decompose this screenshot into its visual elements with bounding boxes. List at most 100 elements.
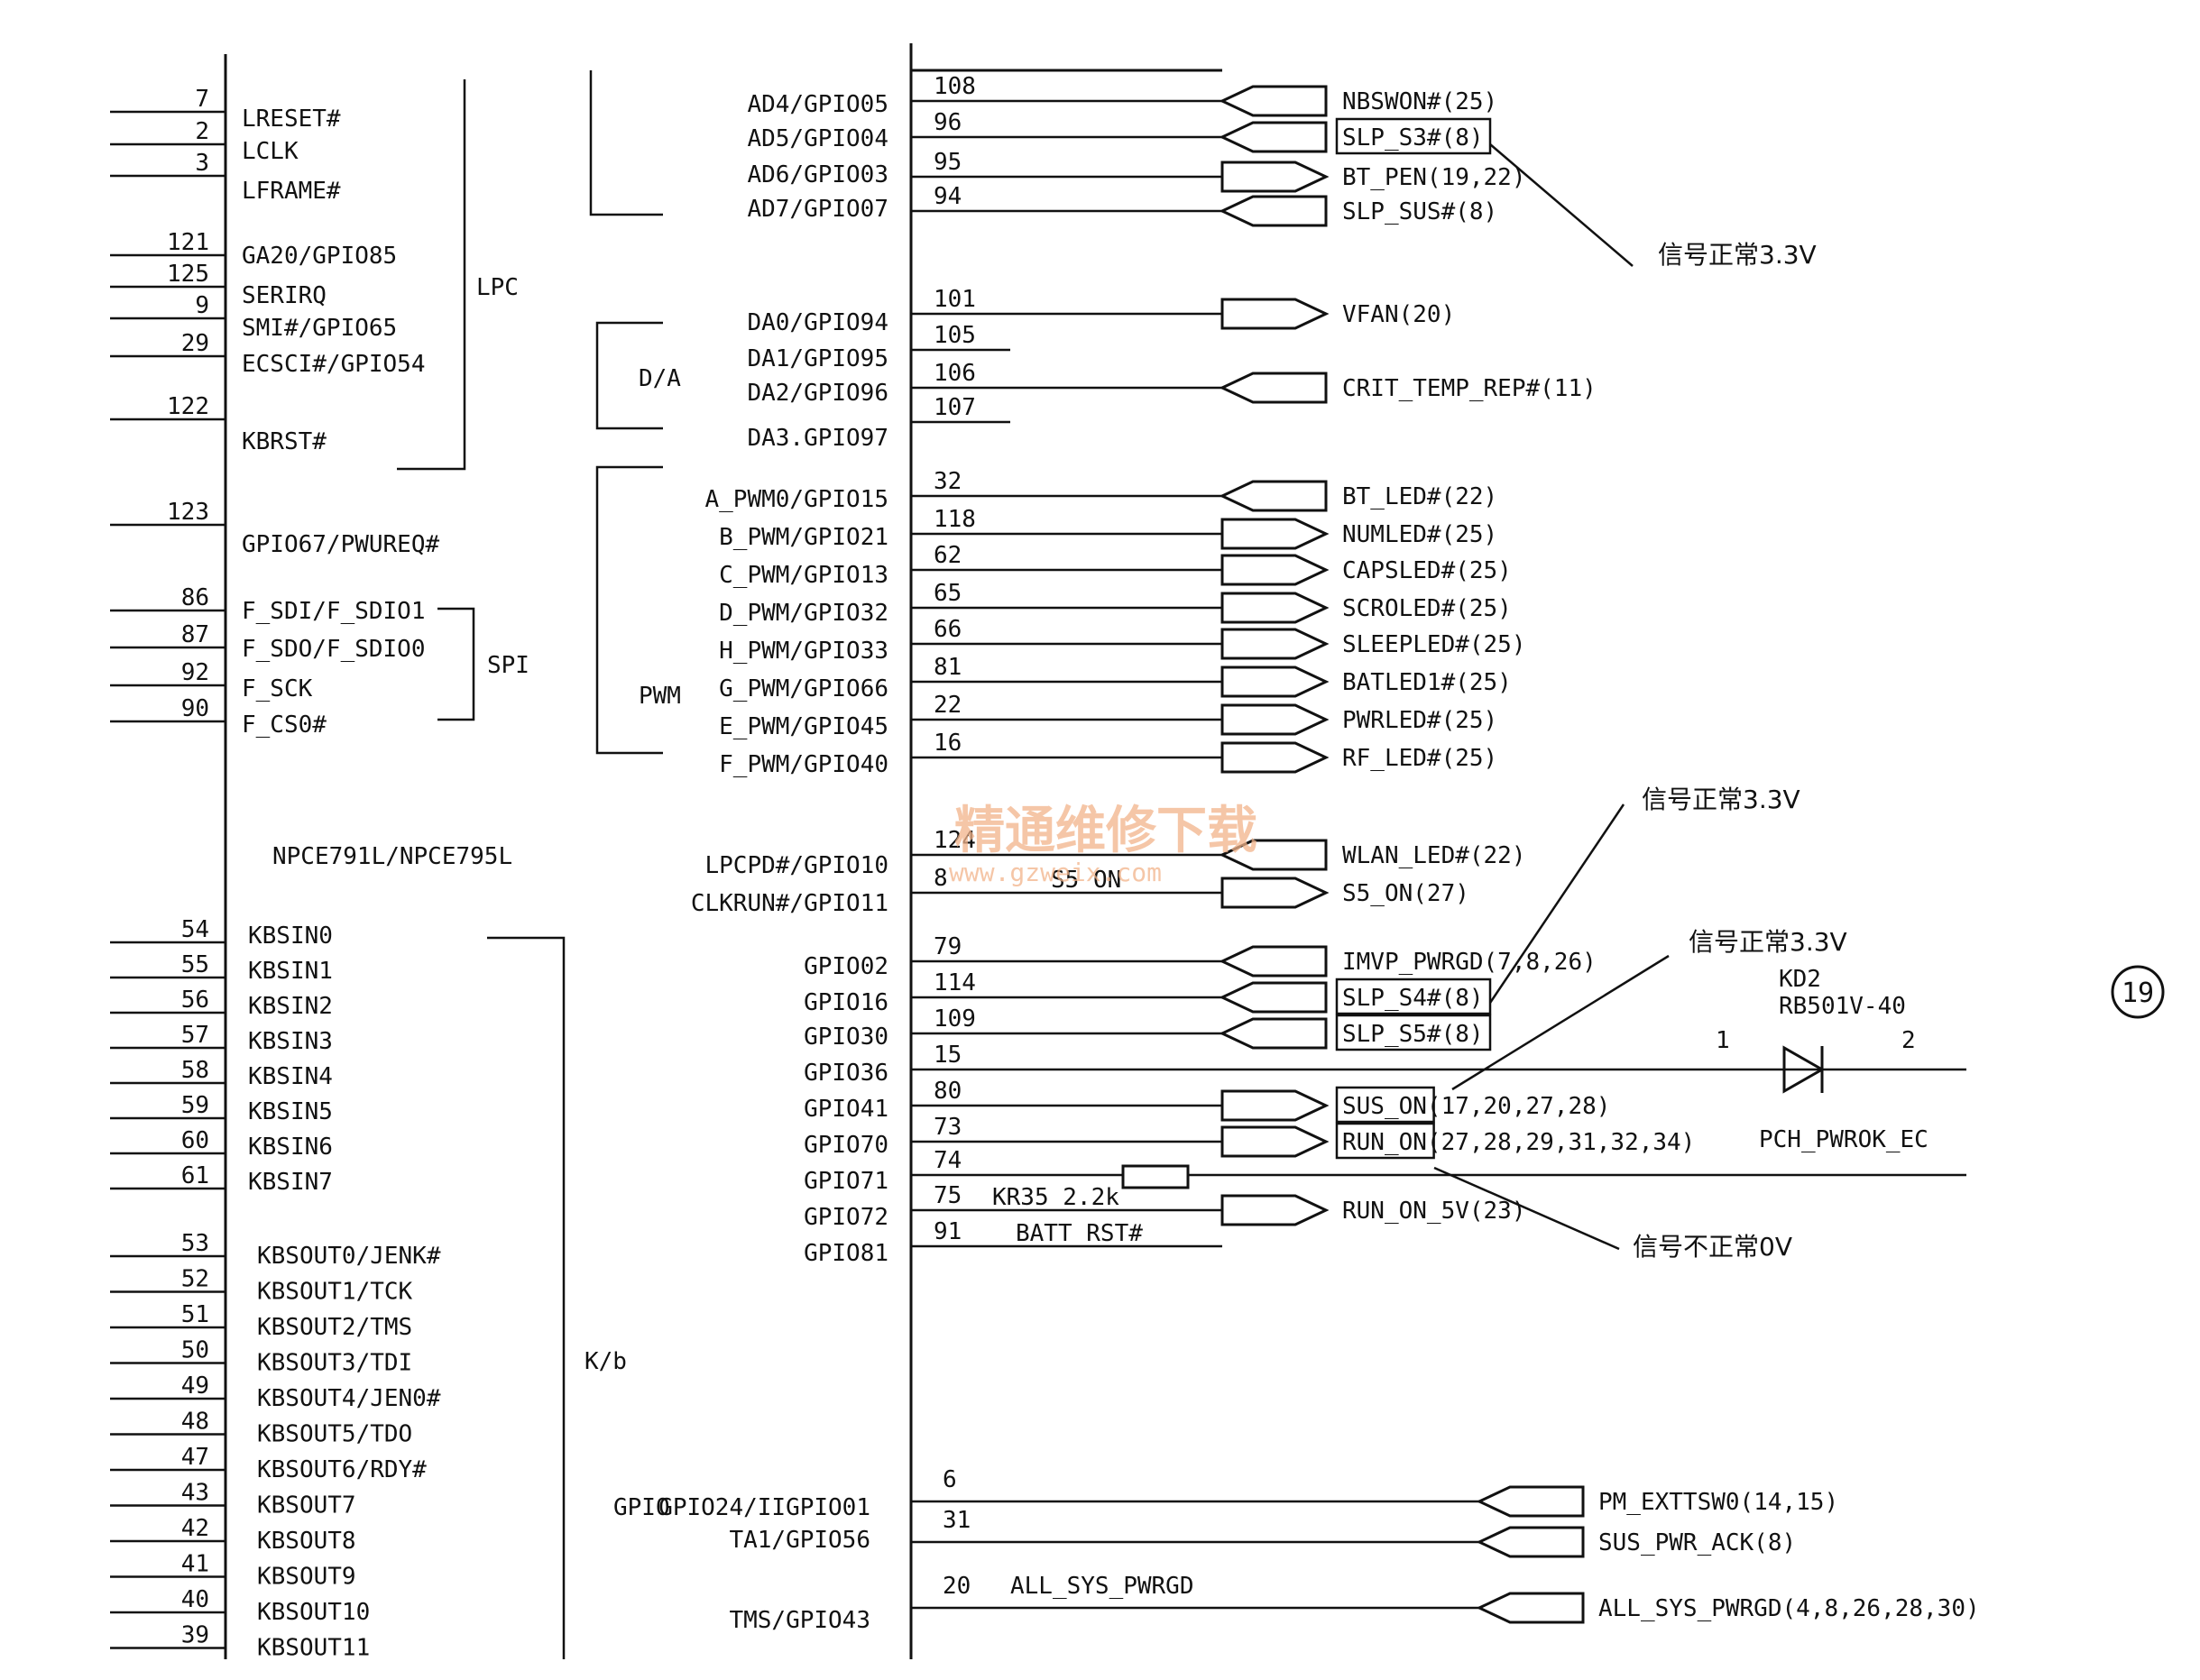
pin-106-net: CRIT_TEMP_REP#(11) (1342, 375, 1597, 402)
pin-32-connector (1219, 480, 1328, 512)
pin-79-net: IMVP_PWRGD(7,8,26) (1342, 949, 1597, 976)
pin-label-57: KBSIN3 (248, 1028, 333, 1055)
pin-number-58: 58 (181, 1057, 209, 1084)
pin-95-label: AD6/GPIO03 (747, 161, 888, 188)
pin-31-connector (1476, 1526, 1585, 1558)
pin-20-connector (1476, 1592, 1585, 1624)
pin-73-net: RUN_ON(27,28,29,31,32,34) (1342, 1129, 1695, 1156)
pin-22-label: E_PWM/GPIO45 (719, 713, 888, 740)
pin-22-connector (1220, 703, 1330, 736)
pin-75-net: RUN_ON_5V(23) (1342, 1198, 1526, 1225)
pin-label-47: KBSOUT6/RDY# (257, 1456, 427, 1483)
pin-number-123: 123 (167, 499, 209, 526)
pin-105-label: DA1/GPIO95 (747, 345, 888, 372)
pin-8-net: S5_ON(27) (1342, 880, 1469, 907)
pin-73-number: 73 (934, 1114, 962, 1141)
pin-94-net: SLP_SUS#(8) (1342, 198, 1497, 225)
diode-pin1: 1 (1716, 1027, 1730, 1054)
pin-number-61: 61 (181, 1162, 209, 1189)
pin-118-connector (1220, 518, 1330, 550)
pin-80-net-box (1335, 1086, 1435, 1124)
pin-number-29: 29 (181, 330, 209, 357)
pin-number-54: 54 (181, 916, 209, 943)
pin-80-net: SUS_ON(17,20,27,28) (1342, 1093, 1610, 1120)
pin-107-label: DA3.GPIO97 (747, 425, 888, 452)
pin-105-number: 105 (934, 322, 976, 349)
pin-106-label: DA2/GPIO96 (747, 380, 888, 407)
pin-79-label: GPIO02 (804, 953, 888, 980)
pin-20-wire-label: ALL_SYS_PWRGD (1010, 1573, 1194, 1600)
pin-94-connector (1219, 195, 1328, 227)
pin-label-123: GPIO67/PWUREQ# (242, 531, 439, 558)
pin-label-59: KBSIN5 (248, 1098, 333, 1125)
pin-number-87: 87 (181, 621, 209, 648)
pin-label-42: KBSOUT8 (257, 1528, 356, 1555)
page-number-circle (2111, 965, 2165, 1019)
pin-number-42: 42 (181, 1515, 209, 1542)
annotation-normal-2: 信号正常3.3V (1642, 785, 1800, 814)
pin-32-number: 32 (934, 468, 962, 495)
pin-108-connector (1219, 85, 1328, 117)
annotation-abnormal: 信号不正常0V (1633, 1232, 1792, 1262)
pin-108-net: NBSWON#(25) (1342, 88, 1497, 115)
pin-number-52: 52 (181, 1266, 209, 1293)
pin-95-net: BT_PEN(19,22) (1342, 164, 1526, 191)
pin-65-label: D_PWM/GPIO32 (719, 600, 888, 627)
diode-kd2 (911, 1045, 1966, 1094)
pin-16-connector (1220, 741, 1330, 774)
pin-66-connector (1220, 628, 1330, 660)
pin-6-number: 6 (943, 1466, 957, 1493)
pin-118-number: 118 (934, 506, 976, 533)
pin-106-connector (1219, 372, 1328, 404)
pin-65-net: SCROLED#(25) (1342, 595, 1512, 622)
pin-number-7: 7 (195, 86, 209, 113)
group-label-gpio: GPIO (613, 1494, 670, 1521)
watermark-cn: 精通维修下载 (954, 802, 1257, 860)
pin-6-connector (1476, 1485, 1585, 1518)
pin-118-net: NUMLED#(25) (1342, 521, 1497, 548)
diode-ref: KD2 (1779, 966, 1821, 993)
pin-label-40: KBSOUT10 (257, 1599, 370, 1626)
pin-16-number: 16 (934, 730, 962, 757)
pin-label-55: KBSIN1 (248, 958, 333, 985)
pin-number-9: 9 (195, 292, 209, 319)
pin-label-3: LFRAME# (242, 178, 341, 205)
pin-31-net: SUS_PWR_ACK(8) (1598, 1529, 1796, 1556)
pin-number-3: 3 (195, 150, 209, 177)
pin-109-number: 109 (934, 1005, 976, 1033)
pin-label-92: F_SCK (242, 675, 313, 702)
pin-label-41: KBSOUT9 (257, 1564, 356, 1591)
pin-label-52: KBSOUT1/TCK (257, 1279, 413, 1306)
pin-118-label: B_PWM/GPIO21 (719, 524, 888, 551)
pin-75-number: 75 (934, 1182, 962, 1209)
pin-label-86: F_SDI/F_SDIO1 (242, 598, 426, 625)
pin-6-label: GPIO24/IIGPIO01 (658, 1494, 870, 1521)
pin-8-connector (1220, 877, 1330, 909)
pin-15-number: 15 (934, 1042, 962, 1069)
pin-80-number: 80 (934, 1078, 962, 1105)
right-pins: AD4/GPIO05108NBSWON#(25)AD5/GPIO0496SLP_… (691, 73, 1696, 1267)
pin-107-number: 107 (934, 394, 976, 421)
pin-8-wire-label: S5_ON (1051, 867, 1121, 894)
pin-74-number: 74 (934, 1147, 962, 1174)
pin-73-connector (1220, 1125, 1330, 1158)
annotation-normal-1: 信号正常3.3V (1658, 240, 1817, 270)
pin-65-connector (1220, 592, 1330, 624)
group-label-spi: SPI (487, 652, 529, 679)
pin-22-net: PWRLED#(25) (1342, 707, 1497, 734)
pin-20-label: TMS/GPIO43 (729, 1607, 870, 1634)
pin-109-label: GPIO30 (804, 1024, 888, 1051)
pin-114-net: SLP_S4#(8) (1342, 985, 1484, 1012)
pin-label-53: KBSOUT0/JENK# (257, 1243, 441, 1270)
annotation-normal-3: 信号正常3.3V (1689, 927, 1847, 957)
pin-label-121: GA20/GPIO85 (242, 243, 397, 270)
pin-8-number: 8 (934, 865, 948, 892)
pin-32-net: BT_LED#(22) (1342, 483, 1497, 510)
chip-name: NPCE791L/NPCE795L (272, 843, 512, 870)
diode-net: PCH_PWROK_EC (1759, 1126, 1928, 1153)
pin-number-92: 92 (181, 659, 209, 686)
pin-label-48: KBSOUT5/TDO (257, 1421, 412, 1448)
pin-79-connector (1219, 945, 1328, 978)
pin-114-label: GPIO16 (804, 989, 888, 1016)
